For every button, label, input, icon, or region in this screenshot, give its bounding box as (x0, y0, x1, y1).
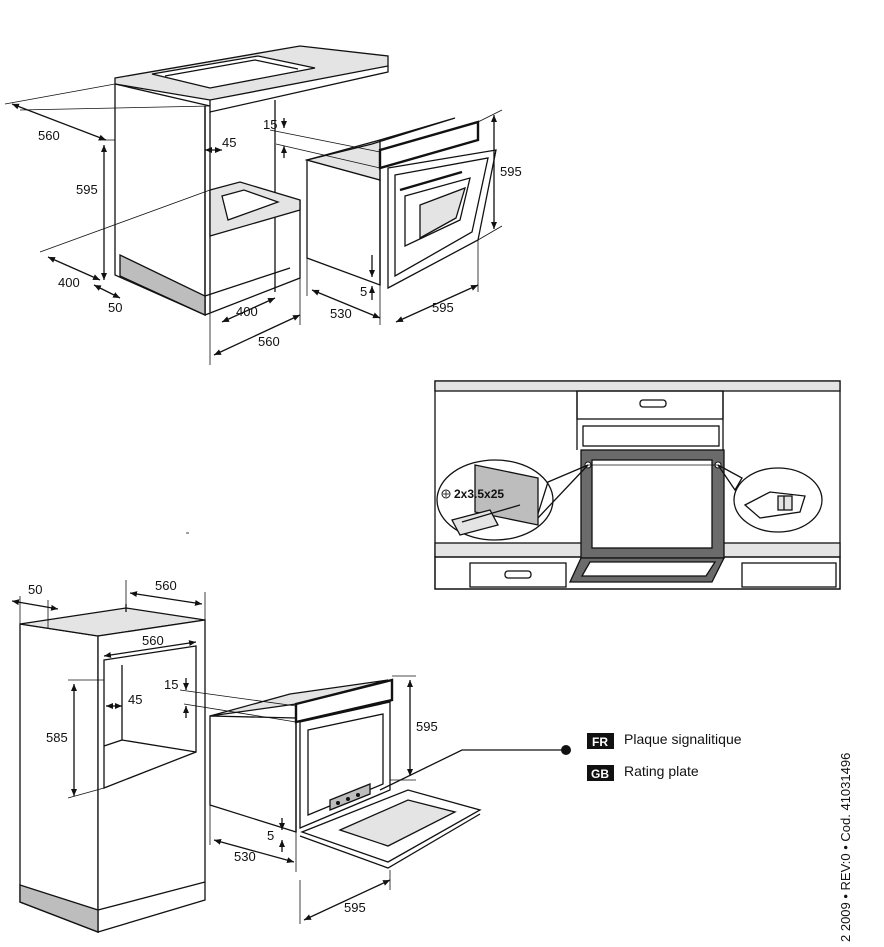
legend: FR Plaque signalitique GB Rating plate (587, 731, 742, 781)
dim-530-bottom: 530 (234, 849, 256, 864)
mounting-detail: 2x3.5x25 (434, 380, 841, 590)
oven-top (304, 117, 497, 290)
legend-text-fr: Plaque signalitique (624, 731, 742, 747)
dim-50-bottom: 50 (28, 582, 42, 597)
screw-label: 2x3.5x25 (454, 487, 504, 501)
bottom-dimensions: 50 560 560 585 45 15 595 (11, 578, 438, 924)
tall-column (19, 604, 206, 933)
dim-595-oven-bottom-width: 595 (344, 900, 366, 915)
dim-50-top: 50 (108, 300, 122, 315)
dim-595-oven-bottom-height: 595 (416, 719, 438, 734)
bottom-column-diagram: 50 560 560 585 45 15 595 (11, 578, 571, 933)
top-dimensions: 560 595 45 400 50 400 560 15 (4, 83, 522, 365)
dim-560-top: 560 (38, 128, 60, 143)
legend-badge-fr (587, 733, 614, 749)
cabinet-body (114, 84, 301, 317)
document-code: 2 2009 • REV:0 • Cod. 41031496 (838, 752, 853, 942)
dim-15-bottom: 15 (164, 677, 178, 692)
hinge-magnifier (733, 467, 823, 533)
top-cabinet-diagram: 560 595 45 400 50 400 560 15 (4, 45, 522, 365)
dim-560-column: 560 (155, 578, 177, 593)
worktop (114, 45, 389, 113)
dim-585-niche: 585 (46, 730, 68, 745)
dim-595-oven-height: 595 (500, 164, 522, 179)
legend-text-gb: Rating plate (624, 763, 699, 779)
dim-400-left: 400 (58, 275, 80, 290)
dim-5-bottom: 5 (267, 828, 274, 843)
legend-code-gb: GB (591, 767, 609, 781)
dim-530-top: 530 (330, 306, 352, 321)
legend-badge-gb (587, 765, 614, 781)
oven-bottom (209, 678, 482, 869)
dim-560-niche: 560 (142, 633, 164, 648)
legend-code-fr: FR (592, 735, 608, 749)
dim-45-top: 45 (222, 135, 236, 150)
dim-45-bottom: 45 (128, 692, 142, 707)
dim-400-bottom: 400 (236, 304, 258, 319)
dim-595-oven-width: 595 (432, 300, 454, 315)
rating-plate-leader (379, 745, 571, 791)
dim-5-top: 5 (360, 284, 367, 299)
dim-595-cabinet: 595 (76, 182, 98, 197)
dim-560-bottom: 560 (258, 334, 280, 349)
dim-15-top: 15 (263, 117, 277, 132)
screw-magnifier: 2x3.5x25 (436, 459, 554, 541)
